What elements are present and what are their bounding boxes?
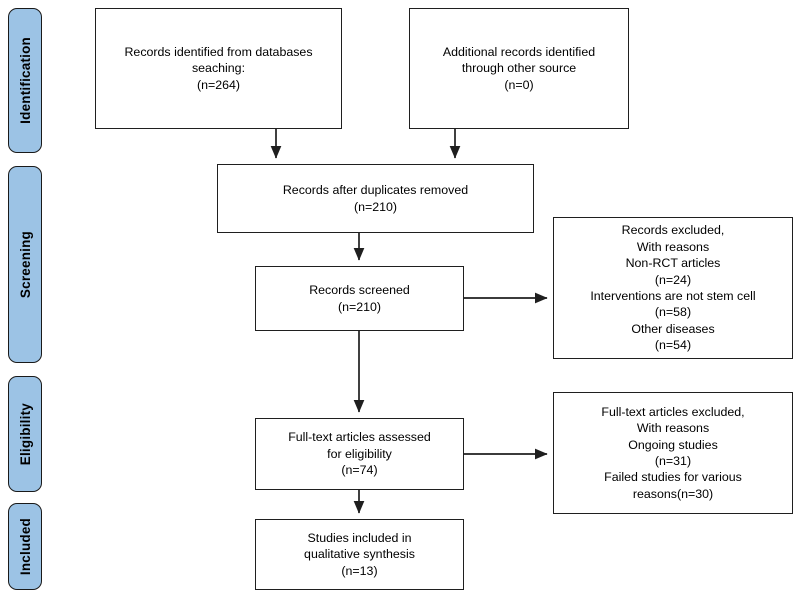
box-studies-included: Studies included in qualitative synthesi… [255, 519, 464, 590]
box-records-after-duplicates-text: Records after duplicates removed (n=210) [282, 183, 469, 214]
box-records-identified-databases-text: Records identified from databases seachi… [124, 44, 313, 92]
stage-label-included: Included [17, 517, 33, 576]
stage-bar-included: Included [8, 503, 42, 590]
box-records-screened-text: Records screened (n=210) [309, 283, 410, 314]
box-records-screened: Records screened (n=210) [255, 266, 464, 331]
box-records-excluded-text: Records excluded, With reasons Non-RCT a… [590, 223, 756, 353]
box-records-identified-databases: Records identified from databases seachi… [95, 8, 342, 129]
box-records-after-duplicates: Records after duplicates removed (n=210) [217, 164, 534, 233]
box-fulltext-assessed: Full-text articles assessed for eligibil… [255, 418, 464, 490]
stage-label-eligibility: Eligibility [17, 402, 33, 466]
box-additional-records-text: Additional records identified through ot… [442, 44, 596, 92]
box-fulltext-assessed-text: Full-text articles assessed for eligibil… [288, 430, 431, 478]
stage-bar-screening: Screening [8, 166, 42, 363]
stage-bar-identification: Identification [8, 8, 42, 153]
stage-label-identification: Identification [17, 37, 33, 124]
stage-bar-eligibility: Eligibility [8, 376, 42, 492]
box-fulltext-excluded: Full-text articles excluded, With reason… [553, 392, 793, 514]
box-additional-records: Additional records identified through ot… [409, 8, 629, 129]
box-studies-included-text: Studies included in qualitative synthesi… [304, 530, 415, 578]
stage-label-screening: Screening [17, 230, 33, 299]
box-records-excluded: Records excluded, With reasons Non-RCT a… [553, 217, 793, 359]
box-fulltext-excluded-text: Full-text articles excluded, With reason… [601, 404, 745, 501]
